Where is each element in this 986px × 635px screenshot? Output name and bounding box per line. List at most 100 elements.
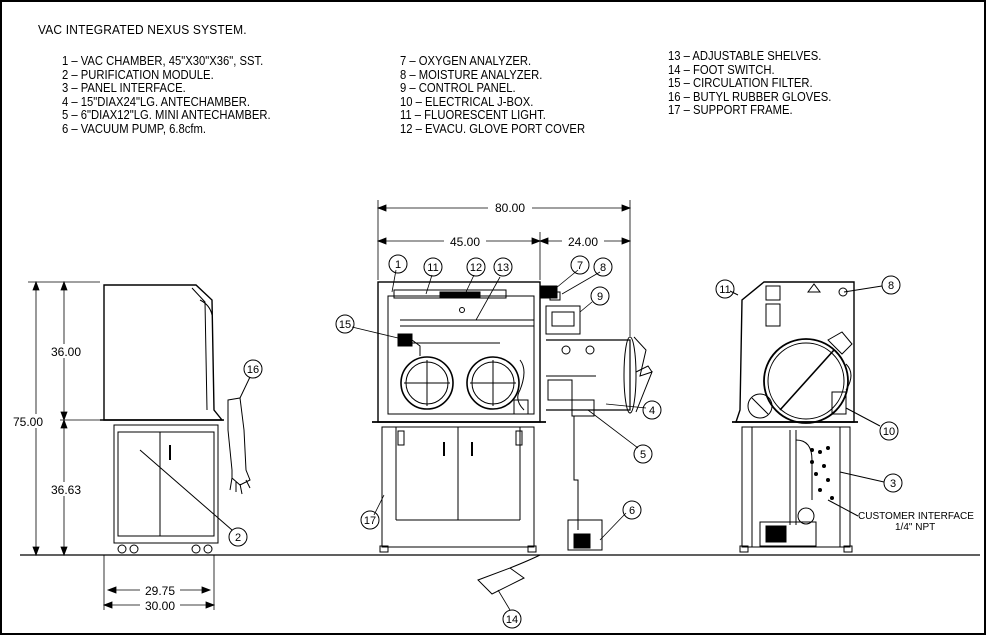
right-top-box xyxy=(765,285,781,301)
callout-12: 12 xyxy=(470,262,482,274)
leader-7 xyxy=(555,269,579,289)
right-antechamber-bar xyxy=(779,349,835,411)
dim-label-stand-height: 36.63 xyxy=(51,483,81,497)
leader-9 xyxy=(579,301,593,313)
moisture-analyzer xyxy=(549,291,561,301)
callout-2: 2 xyxy=(235,532,241,544)
callout-numbers: 1 11 12 13 7 8 9 15 4 5 6 17 14 16 2 11 … xyxy=(235,259,896,626)
balloon-2 xyxy=(228,527,248,547)
legend-item: 17 – SUPPORT FRAME. xyxy=(668,103,793,118)
leader-10 xyxy=(845,407,881,427)
side-caster xyxy=(203,544,213,554)
right-analyzer xyxy=(807,283,821,293)
mini-antechamber xyxy=(547,379,573,401)
right-pump-fan xyxy=(797,507,815,525)
gauge-2 xyxy=(585,345,595,355)
light-fixture-dot xyxy=(459,307,465,313)
callout-4: 4 xyxy=(649,405,655,417)
leader-customer-interface xyxy=(827,499,859,517)
leader-4 xyxy=(605,403,647,409)
front-leaders xyxy=(351,269,647,611)
balloon-15 xyxy=(335,314,355,334)
right-filter-box xyxy=(765,303,781,327)
balloon-12 xyxy=(466,257,486,277)
vacuum-line xyxy=(573,416,579,530)
leader-2 xyxy=(139,449,233,531)
dim-label-chamber-height: 36.00 xyxy=(51,345,81,359)
side-caster xyxy=(191,544,201,554)
leader-8 xyxy=(561,271,601,295)
customer-interface-line-2: 1/4" NPT xyxy=(895,522,935,533)
right-gauge-needle xyxy=(751,397,769,415)
glove-port-right xyxy=(466,356,520,410)
antechamber-door xyxy=(623,336,637,414)
foot-switch-cable xyxy=(509,554,541,569)
right-pump-motor xyxy=(765,525,787,543)
customer-interface-label: CUSTOMER INTERFACE 1/4" NPT xyxy=(858,511,974,533)
legend-item: 3 – PANEL INTERFACE. xyxy=(62,81,186,96)
control-panel xyxy=(545,305,581,335)
callout-16: 16 xyxy=(247,364,259,376)
dim-arrows xyxy=(32,280,68,557)
callout-8-right: 8 xyxy=(888,280,894,292)
dim-label-chamber-width: 45.00 xyxy=(450,235,480,249)
balloon-5 xyxy=(633,444,653,464)
side-caster xyxy=(129,544,139,554)
balloon-11r xyxy=(715,279,735,299)
customer-interface-line-1: CUSTOMER INTERFACE xyxy=(858,511,974,522)
foot-switch xyxy=(477,567,525,595)
legend-column-2: 7 – OXYGEN ANALYZER. 8 – MOISTURE ANALYZ… xyxy=(400,54,606,137)
legend-item: 15 – CIRCULATION FILTER. xyxy=(668,76,813,91)
dim-label-antechamber-length: 24.00 xyxy=(568,235,598,249)
control-panel-screen xyxy=(551,311,575,327)
legend-item: 8 – MOISTURE ANALYZER. xyxy=(400,67,543,82)
balloon-7 xyxy=(570,255,590,275)
vacuum-pump-motor xyxy=(573,533,591,549)
balloon-8 xyxy=(593,257,613,277)
leader-6 xyxy=(599,512,627,541)
callout-15: 15 xyxy=(339,319,351,331)
callout-3: 3 xyxy=(890,478,896,490)
door-handle xyxy=(635,365,653,373)
front-foot-2 xyxy=(527,545,537,553)
legend-column-1: 1 – VAC CHAMBER, 45"X30"X36", SST. 2 – P… xyxy=(62,54,294,137)
callout-7: 7 xyxy=(577,260,583,272)
legend-item: 4 – 15"DIAX24"LG. ANTECHAMBER. xyxy=(62,94,251,109)
leader-14 xyxy=(497,589,511,611)
legend-item: 11 – FLUORESCENT LIGHT. xyxy=(400,108,546,123)
butyl-glove xyxy=(227,397,251,486)
callout-5: 5 xyxy=(640,449,646,461)
callout-6: 6 xyxy=(629,505,635,517)
right-pipe-3 xyxy=(795,439,813,500)
right-door-latch xyxy=(827,331,853,355)
balloon-14 xyxy=(502,609,522,629)
drawing-title: VAC INTEGRATED NEXUS SYSTEM. xyxy=(38,22,247,37)
dim-label-total-height: 75.00 xyxy=(13,415,43,429)
legend-item: 13 – ADJUSTABLE SHELVES. xyxy=(668,49,822,63)
side-cabinet xyxy=(117,431,215,537)
legend-item: 9 – CONTROL PANEL. xyxy=(400,81,516,96)
antechamber-door-hinge xyxy=(633,336,653,413)
legend-item: 6 – VACUUM PUMP, 6.8cfm. xyxy=(62,121,206,136)
right-foot xyxy=(739,545,749,553)
legend-column-3: 13 – ADJUSTABLE SHELVES. 14 – FOOT SWITC… xyxy=(668,49,850,118)
front-hook xyxy=(397,430,405,446)
leader-12 xyxy=(465,274,475,293)
dim-arrows-depth xyxy=(102,586,216,609)
electrical-j-box xyxy=(831,391,847,415)
callout-17: 17 xyxy=(364,515,376,527)
right-panel-interface xyxy=(810,446,834,500)
glove-fingers xyxy=(229,477,251,495)
callout-9: 9 xyxy=(597,291,603,303)
right-antechamber-end-inner xyxy=(767,342,845,420)
dimension-labels: 80.00 45.00 24.00 36.00 75.00 36.63 29.7… xyxy=(8,200,604,613)
leader-15 xyxy=(351,326,399,339)
side-stand-frame xyxy=(113,424,219,544)
legend-item: 1 – VAC CHAMBER, 45"X30"X36", SST. xyxy=(62,54,264,68)
side-caster xyxy=(117,544,127,554)
legend-item: 16 – BUTYL RUBBER GLOVES. xyxy=(668,89,832,104)
j-box-cable xyxy=(845,363,852,391)
